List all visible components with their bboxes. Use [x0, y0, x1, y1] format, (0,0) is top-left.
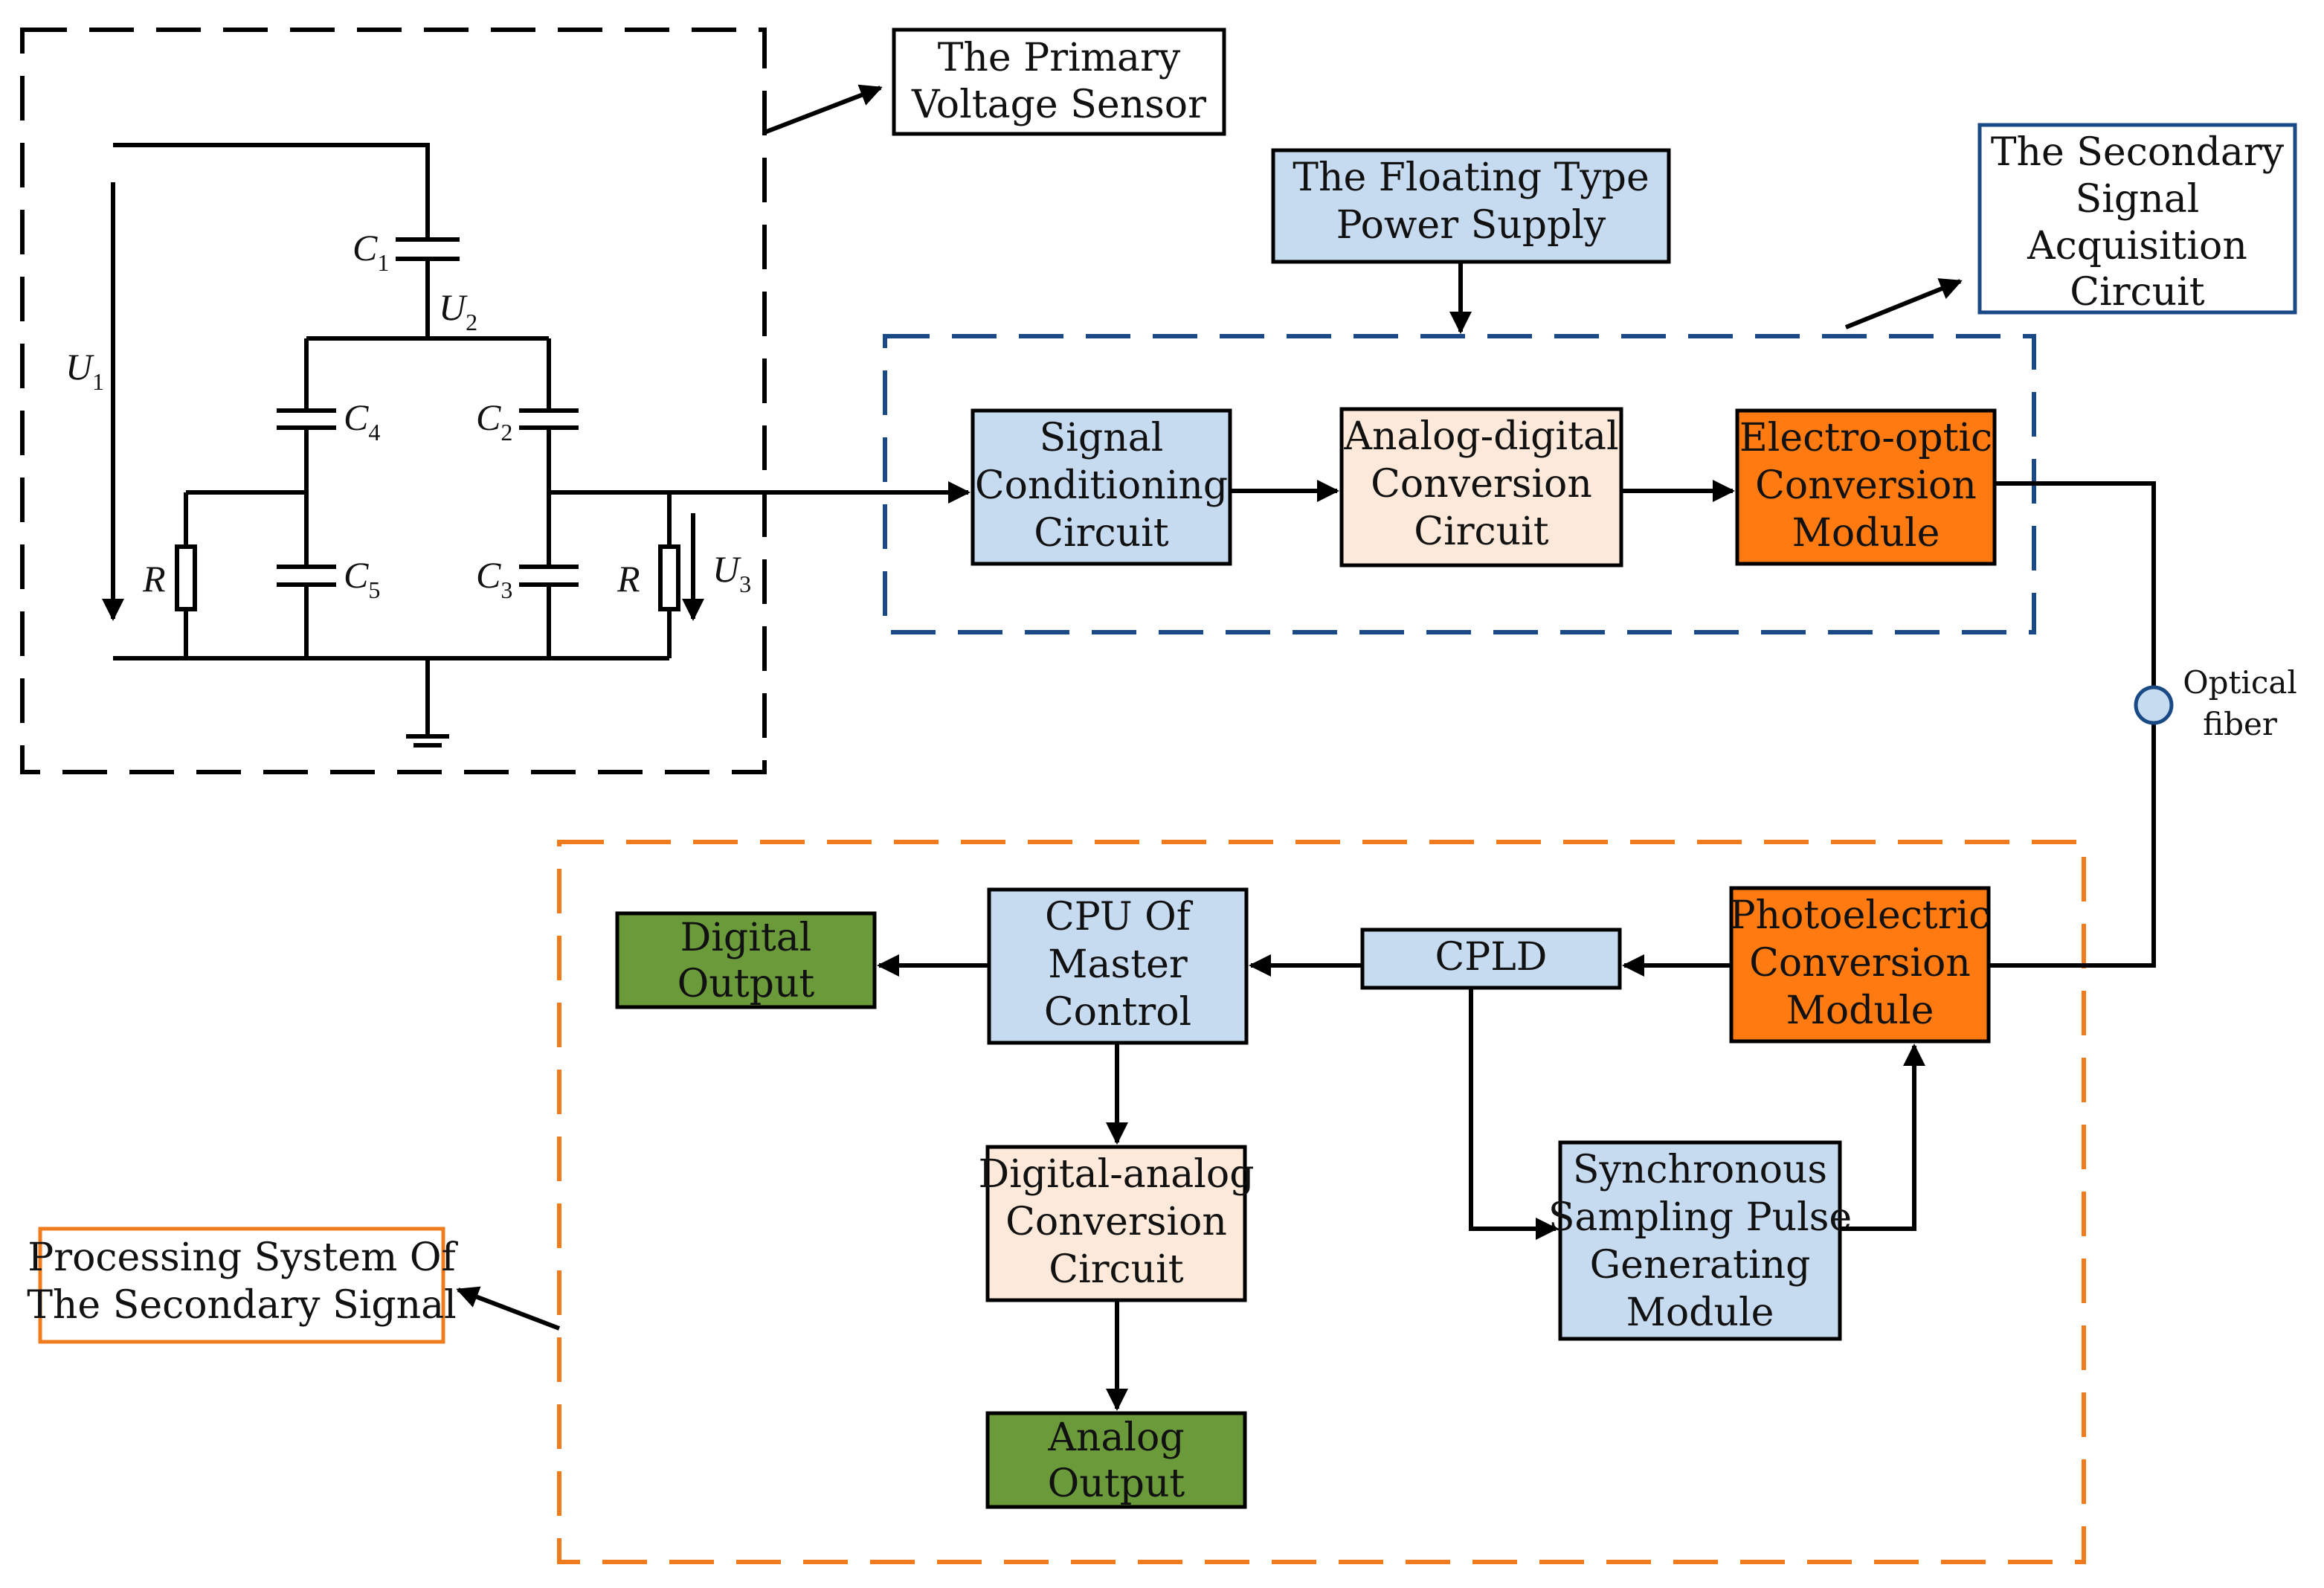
voltage-divider-circuit: [113, 143, 680, 748]
optical-fiber-connector-icon: [2134, 685, 2174, 725]
label-u3: U3: [712, 548, 751, 597]
label-u1: U1: [65, 346, 104, 395]
arrow-sync-pulse-to-photoelectric: [1840, 1044, 1925, 1231]
label-c1: C1: [353, 227, 389, 276]
optical-fiber-line: [1990, 481, 2156, 968]
arrow-cpld-to-sync-pulse: [1469, 988, 1558, 1240]
label-c3: C3: [476, 554, 512, 603]
label-c5: C5: [344, 554, 380, 603]
label-c2: C2: [476, 396, 512, 446]
secondary-acquisition-callout-arrow: [1844, 278, 1963, 330]
label-r-right: R: [617, 558, 640, 599]
primary-sensor-boundary: [20, 28, 767, 774]
processing-system-boundary: [557, 840, 2086, 1564]
cpld-block: CPLD: [1360, 928, 1622, 990]
primary-sensor-callout-arrow: [763, 84, 883, 135]
svg-text:CPLD: CPLD: [1435, 935, 1548, 980]
label-c4: C4: [344, 396, 380, 446]
label-u2: U2: [439, 286, 477, 335]
label-r-left: R: [142, 558, 166, 599]
processing-system-callout-arrow: [456, 1286, 561, 1331]
